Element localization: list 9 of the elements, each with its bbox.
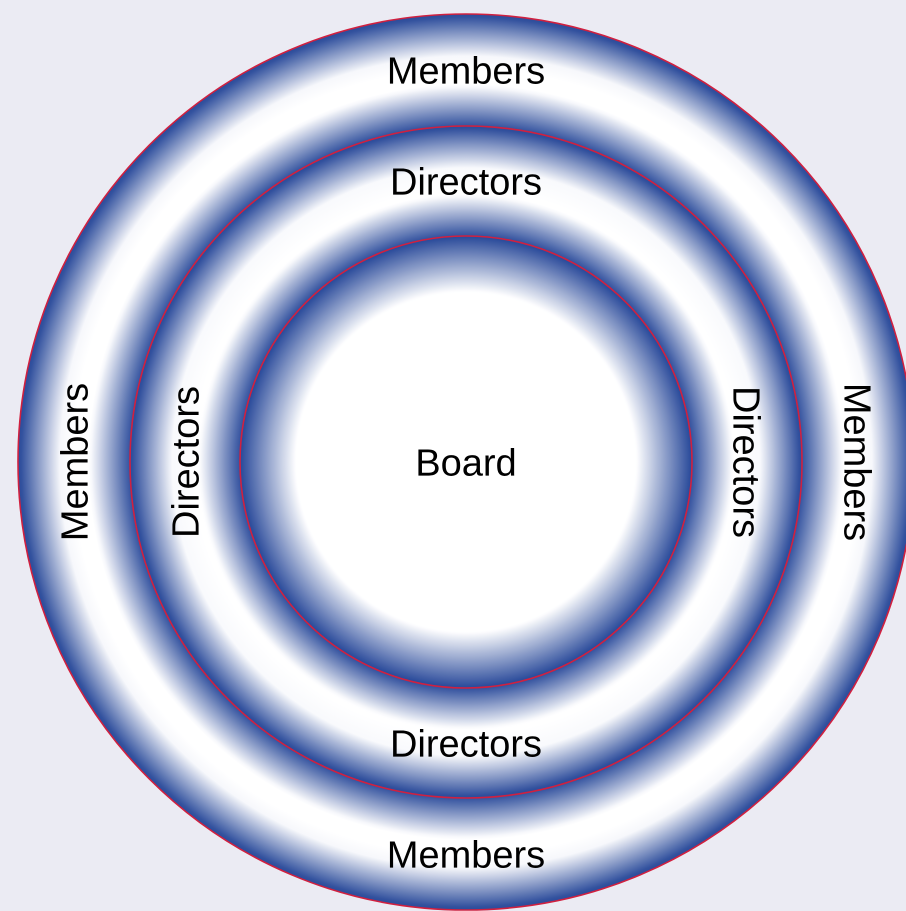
ring-label: Directors <box>393 167 541 195</box>
ring-label: Board <box>418 448 514 476</box>
ring-label: Members <box>844 386 872 540</box>
ring-label: Members <box>60 384 88 538</box>
ring-label: Directors <box>733 389 761 537</box>
ring-label: Directors <box>171 387 199 535</box>
ring-label: Members <box>390 840 544 868</box>
ring-label: Members <box>390 56 544 84</box>
ring-label: Directors <box>393 729 541 757</box>
